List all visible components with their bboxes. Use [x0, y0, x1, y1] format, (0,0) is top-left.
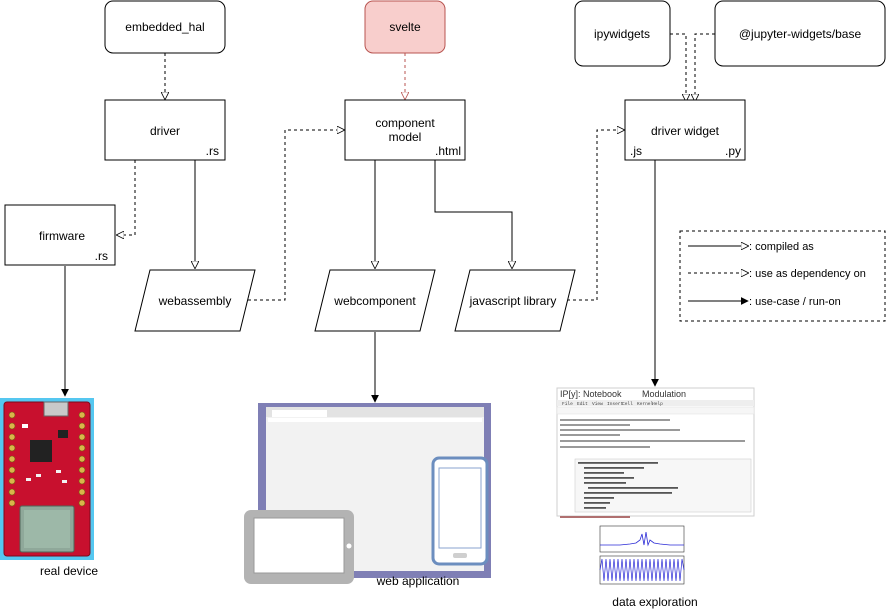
- notebook-menu-item[interactable]: Cell: [622, 401, 633, 407]
- node-webassembly: webassembly: [134, 269, 256, 332]
- node-driver-widget: driver widget .js .py: [624, 99, 746, 161]
- node-javascript-library-label: javascript library: [469, 294, 557, 308]
- node-embedded-hal-label: embedded_hal: [125, 20, 204, 34]
- legend-dependency-label: : use as dependency on: [749, 268, 866, 280]
- node-component-model: component model .html: [344, 99, 466, 161]
- node-svelte: svelte: [364, 0, 446, 54]
- node-driver: driver .rs: [104, 99, 226, 161]
- notebook-menu-item[interactable]: Insert: [607, 401, 624, 407]
- plot-top: [599, 525, 685, 553]
- notebook-logo: IP[y]: Notebook: [560, 389, 622, 399]
- legend: : compiled as : use as dependency on : u…: [679, 230, 886, 322]
- node-webassembly-label: webassembly: [158, 294, 232, 308]
- chip-main: [30, 440, 52, 462]
- svelte-box: [364, 0, 446, 54]
- node-driver-ext: .rs: [206, 144, 219, 158]
- notebook-text-lines: [560, 419, 745, 448]
- edge-jupyter-base-to-driver-widget: [695, 33, 715, 101]
- real-device-image: [0, 398, 94, 560]
- notebook-name: Modulation: [642, 389, 686, 399]
- notebook-code-cell: [574, 458, 752, 513]
- legend-compiled-label: : compiled as: [749, 241, 814, 253]
- caption-web-application: web application: [376, 574, 460, 588]
- notebook-menu-item[interactable]: Edit: [577, 401, 588, 407]
- notebook-menu-item[interactable]: Help: [652, 401, 663, 407]
- node-driver-widget-label: driver widget: [651, 124, 720, 138]
- edge-driver-to-firmware: [117, 160, 136, 235]
- node-component-model-line2: model: [389, 130, 422, 144]
- board-pins: [8, 411, 86, 507]
- node-webcomponent-label: webcomponent: [333, 294, 416, 308]
- edge-component-model-to-js-library: [434, 160, 512, 268]
- node-jupyter-widgets-base-label: @jupyter-widgets/base: [739, 27, 862, 41]
- web-application-image: [244, 403, 491, 584]
- node-driver-label: driver: [150, 124, 180, 138]
- node-component-model-ext: .html: [435, 144, 461, 158]
- node-webcomponent: webcomponent: [314, 269, 436, 332]
- notebook-menu-item[interactable]: File: [562, 401, 573, 407]
- node-javascript-library: javascript library: [454, 269, 576, 332]
- plot-top-curve: [600, 531, 684, 547]
- plot-bottom-curve: [599, 558, 685, 582]
- node-embedded-hal: embedded_hal: [104, 0, 226, 54]
- node-firmware-ext: .rs: [95, 249, 108, 263]
- caption-real-device: real device: [40, 564, 98, 578]
- chip-small: [58, 430, 68, 438]
- edge-webassembly-to-component-model: [242, 130, 344, 301]
- node-jupyter-widgets-base: @jupyter-widgets/base: [714, 0, 886, 67]
- legend-runon-label: : use-case / run-on: [749, 296, 841, 308]
- node-firmware-label: firmware: [39, 229, 85, 243]
- node-firmware: firmware .rs: [4, 204, 116, 266]
- node-ipywidgets-label: ipywidgets: [594, 27, 650, 41]
- edges: [61, 33, 715, 403]
- notebook-menu-item[interactable]: View: [592, 401, 603, 407]
- notebook-menu-item[interactable]: Kernel: [637, 401, 654, 407]
- node-driver-widget-ext-py: .py: [725, 144, 741, 158]
- node-svelte-label: svelte: [389, 20, 421, 34]
- chip-led: [22, 424, 28, 428]
- node-ipywidgets: ipywidgets: [574, 0, 671, 67]
- notebook-screenshot: IP[y]: Notebook Modulation File Edit View I…: [556, 387, 755, 586]
- edge-ipywidgets-to-driver-widget: [670, 33, 686, 101]
- node-driver-widget-ext-js: .js: [630, 144, 642, 158]
- caption-data-exploration: data exploration: [612, 595, 697, 609]
- node-component-model-line1: component: [375, 116, 435, 130]
- usb-connector: [43, 401, 69, 417]
- edge-js-library-to-driver-widget: [561, 130, 624, 301]
